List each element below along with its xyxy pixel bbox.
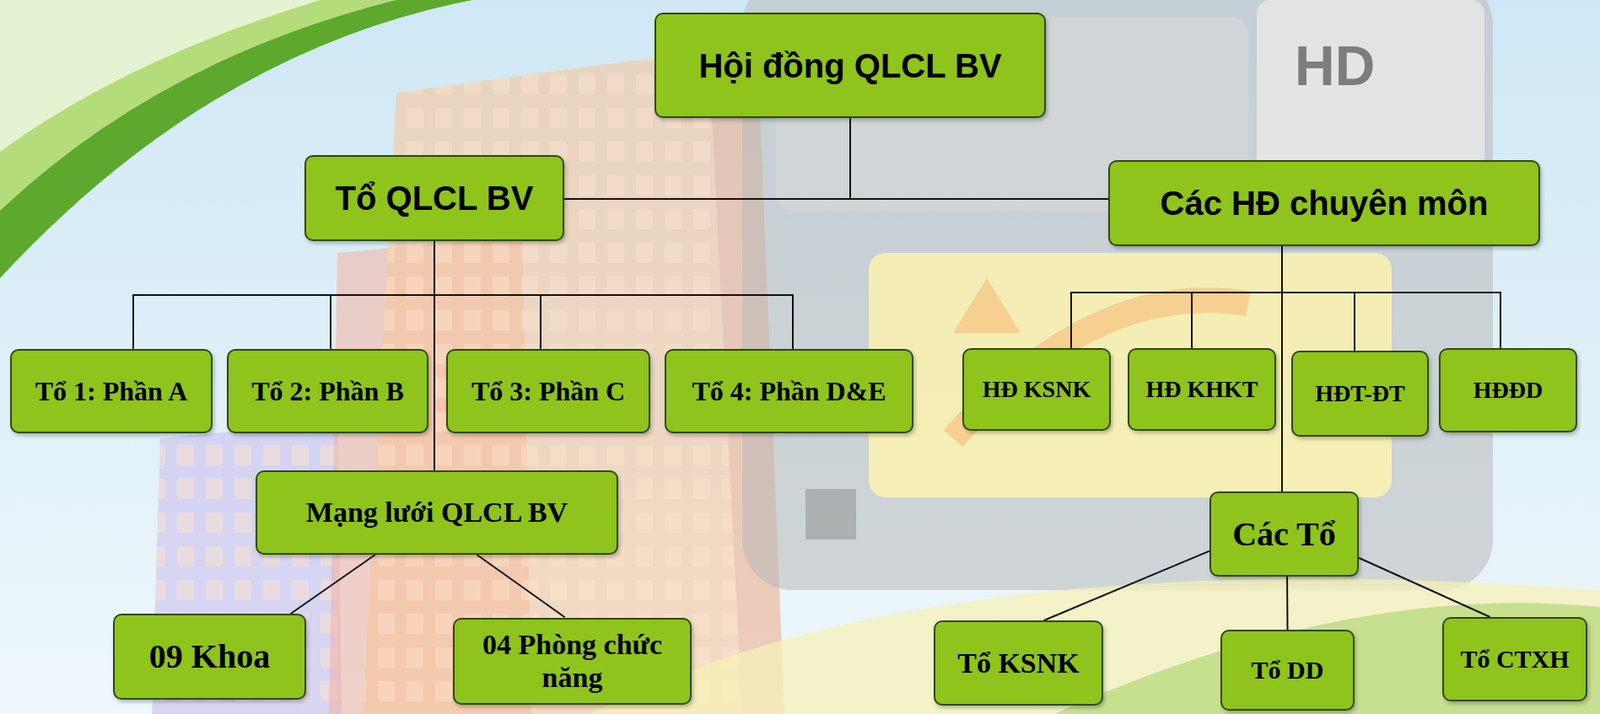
box-label: Tổ 2: Phần B — [251, 376, 404, 408]
org-box: Tổ CTXH — [1442, 617, 1588, 702]
box-label: HĐT-ĐT — [1314, 380, 1405, 408]
box-label: HĐ KSNK — [982, 376, 1091, 404]
org-box: Các Tổ — [1209, 491, 1359, 577]
connector-line — [1358, 558, 1491, 618]
org-box: Tổ 1: Phần A — [10, 349, 213, 434]
box-label: 09 Khoa — [149, 637, 270, 677]
connector-line — [476, 554, 566, 619]
connector-line — [434, 241, 793, 350]
org-box: 04 Phòng chức năng — [452, 618, 692, 706]
box-label: 04 Phòng chức năng — [454, 628, 690, 695]
connector-line — [1282, 246, 1355, 351]
box-label: Tổ 4: Phần D&E — [691, 376, 886, 408]
box-label: Mạng lưới QLCL BV — [306, 495, 568, 529]
box-label: Tổ CTXH — [1459, 645, 1569, 675]
org-box: Tổ DD — [1220, 630, 1355, 712]
watermark-text: HD — [1294, 33, 1375, 98]
green-swoosh — [0, 0, 321, 152]
connector-line — [850, 118, 1109, 200]
connector-line — [330, 241, 435, 350]
connector-line — [564, 118, 851, 200]
box-label: HĐ KHKT — [1145, 376, 1258, 404]
org-box: Tổ QLCL BV — [304, 155, 565, 242]
org-box: Tổ KSNK — [933, 620, 1104, 706]
watermark-text: HD — [1294, 33, 1375, 98]
org-box: Các HĐ chuyên môn — [1108, 160, 1541, 247]
org-box: Mạng lưới QLCL BV — [255, 470, 619, 555]
box-label: Tổ KSNK — [957, 646, 1080, 680]
box-label: Tổ 3: Phần C — [471, 376, 625, 408]
box-label: Hội đồng QLCL BV — [698, 46, 1002, 86]
device-slot — [805, 489, 857, 540]
connector-line — [1282, 246, 1501, 349]
connector-line — [1191, 246, 1283, 349]
org-box: HĐ KHKT — [1127, 348, 1277, 431]
org-box: 09 Khoa — [113, 614, 307, 701]
box-label: Tổ DD — [1251, 656, 1325, 686]
box-label: Tổ QLCL BV — [335, 178, 534, 218]
org-box: Tổ 4: Phần D&E — [664, 349, 914, 434]
connector-line — [1281, 246, 1283, 492]
org-box: HĐĐD — [1438, 348, 1578, 433]
org-box: HĐ KSNK — [962, 348, 1111, 431]
connector-line — [1286, 576, 1288, 631]
box-label: Tổ 1: Phần A — [35, 376, 188, 408]
org-box: Tổ 2: Phần B — [226, 349, 429, 434]
connector-line — [1044, 551, 1210, 621]
org-box: HĐT-ĐT — [1291, 350, 1429, 437]
box-label: Các HĐ chuyên môn — [1160, 183, 1489, 223]
ground-band — [1054, 603, 1600, 714]
org-box: Tổ 3: Phần C — [446, 349, 651, 434]
connector-line — [133, 241, 435, 350]
box-label: Các Tổ — [1232, 515, 1337, 555]
decor-arrowhead — [953, 278, 1021, 334]
connector-line — [433, 241, 436, 471]
org-box: Hội đồng QLCL BV — [654, 12, 1046, 119]
connector-line — [290, 554, 376, 615]
box-label: HĐĐD — [1473, 377, 1543, 405]
connector-line — [1071, 246, 1283, 349]
